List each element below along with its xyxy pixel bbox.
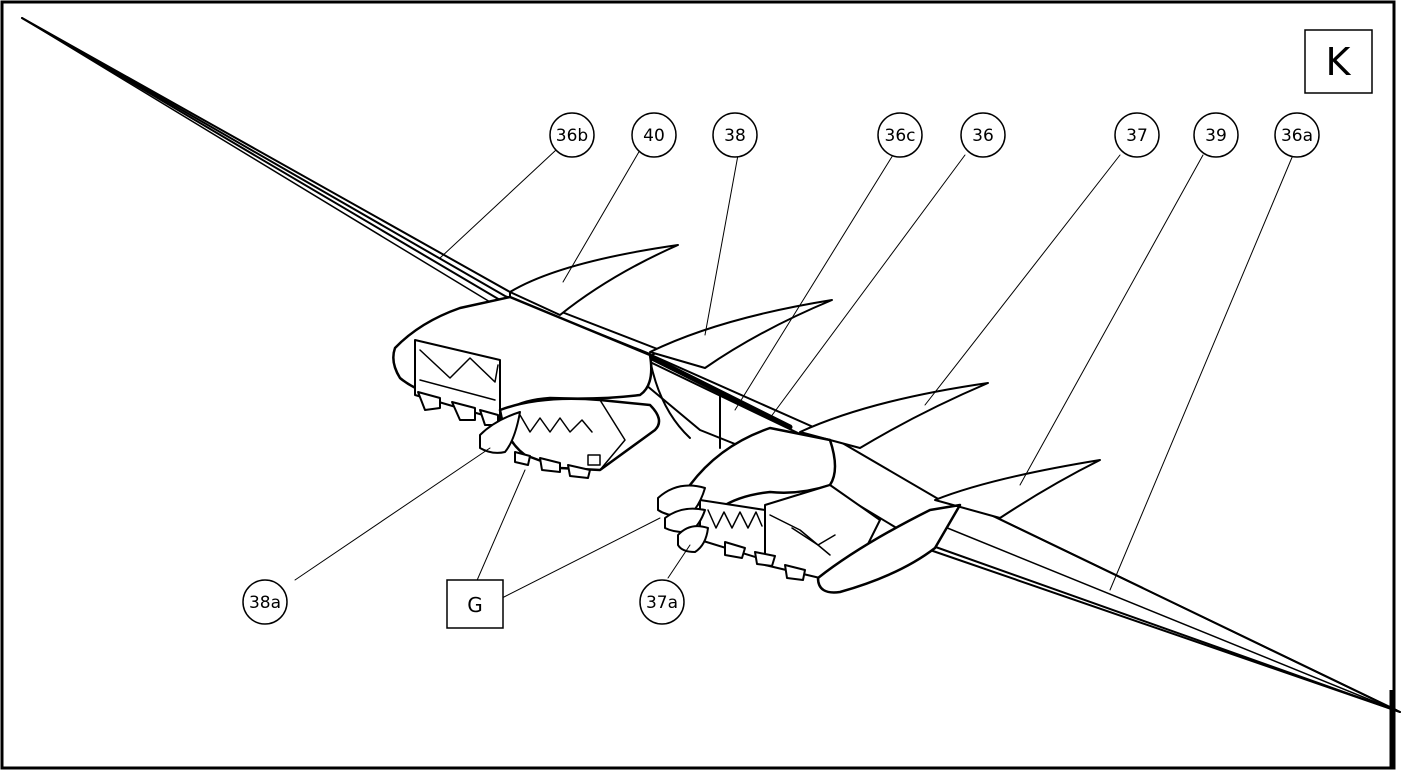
callout-40-text: 40 [643,126,665,146]
leader-37 [924,154,1121,406]
right-wing [929,499,1401,713]
leader-40 [562,149,641,283]
callout-36-text: 36 [972,126,994,146]
leader-g-right [501,517,661,599]
figure-label-text: K [1326,40,1352,84]
callout-36: 36 [960,112,1006,158]
figure-label-box: K [1304,29,1373,94]
callout-37a-text: 37a [646,593,678,613]
leader-36c [734,154,894,411]
leader-36 [769,154,966,419]
leader-lines [294,149,1294,599]
callout-38-text: 38 [724,126,746,146]
leader-38 [704,154,739,336]
callout-39: 39 [1193,112,1239,158]
callout-37-text: 37 [1126,126,1148,146]
leader-36b [439,149,557,259]
callout-37a: 37a [639,579,685,625]
callout-39-text: 39 [1205,126,1227,146]
callout-36b-text: 36b [556,126,588,146]
callout-37: 37 [1114,112,1160,158]
leader-38a [294,447,491,581]
callout-36b: 36b [549,112,595,158]
left-nacelle [392,295,661,479]
callout-36c-text: 36c [885,126,916,146]
callout-38a-text: 38a [249,593,281,613]
label-g-text: G [467,593,483,617]
leader-39 [1019,154,1204,486]
leader-g-left [474,469,526,586]
leader-37a [667,544,691,579]
leader-36a [1109,154,1294,591]
callout-36a: 36a [1274,112,1320,158]
callout-36a-text: 36a [1281,126,1313,146]
callout-40: 40 [631,112,677,158]
callout-38: 38 [712,112,758,158]
label-box-g: G [446,579,504,629]
callout-38a: 38a [242,579,288,625]
right-nacelle [657,426,962,594]
winglets [509,244,1101,519]
callout-36c: 36c [877,112,923,158]
